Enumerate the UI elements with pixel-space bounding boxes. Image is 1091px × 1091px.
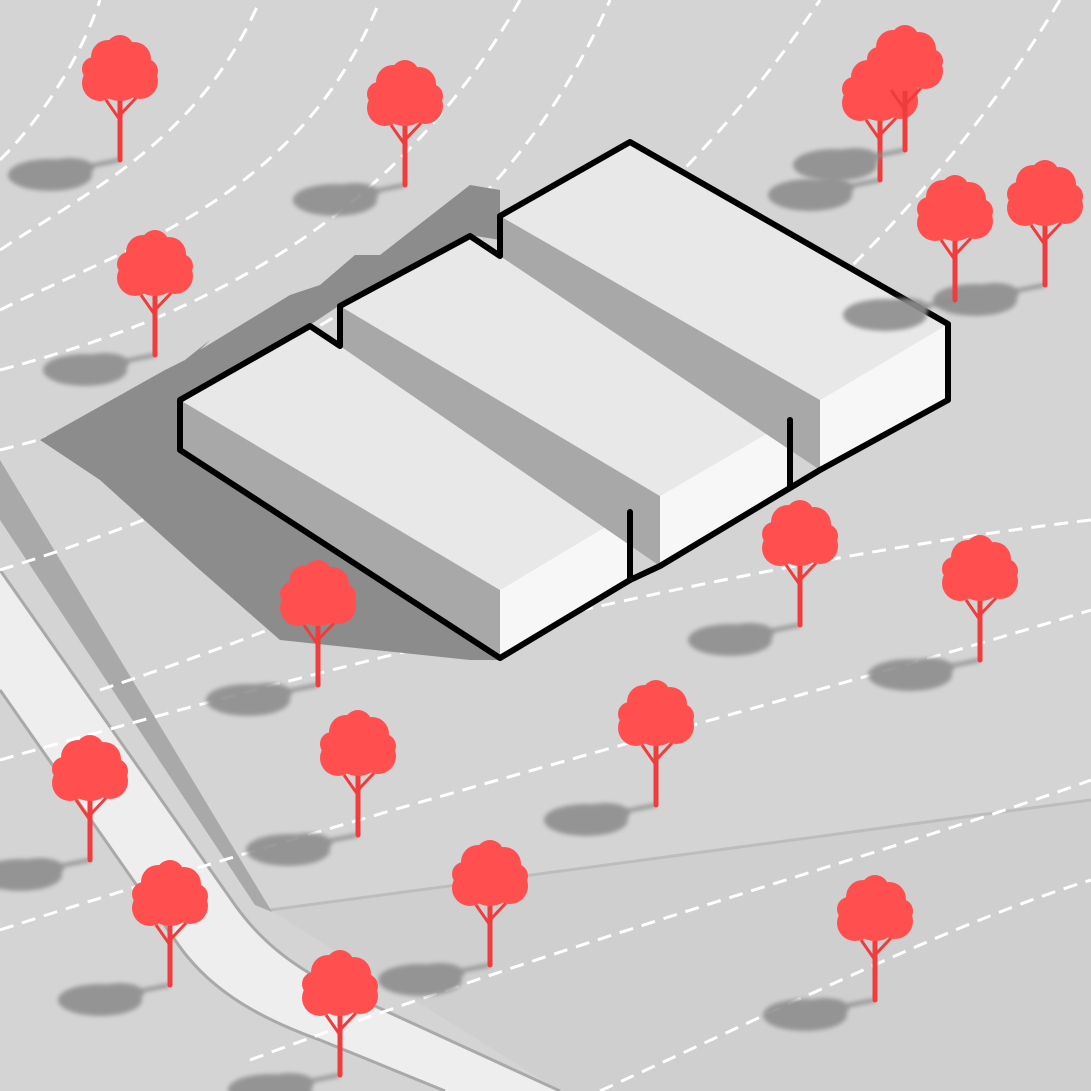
site-diagram bbox=[0, 0, 1091, 1091]
